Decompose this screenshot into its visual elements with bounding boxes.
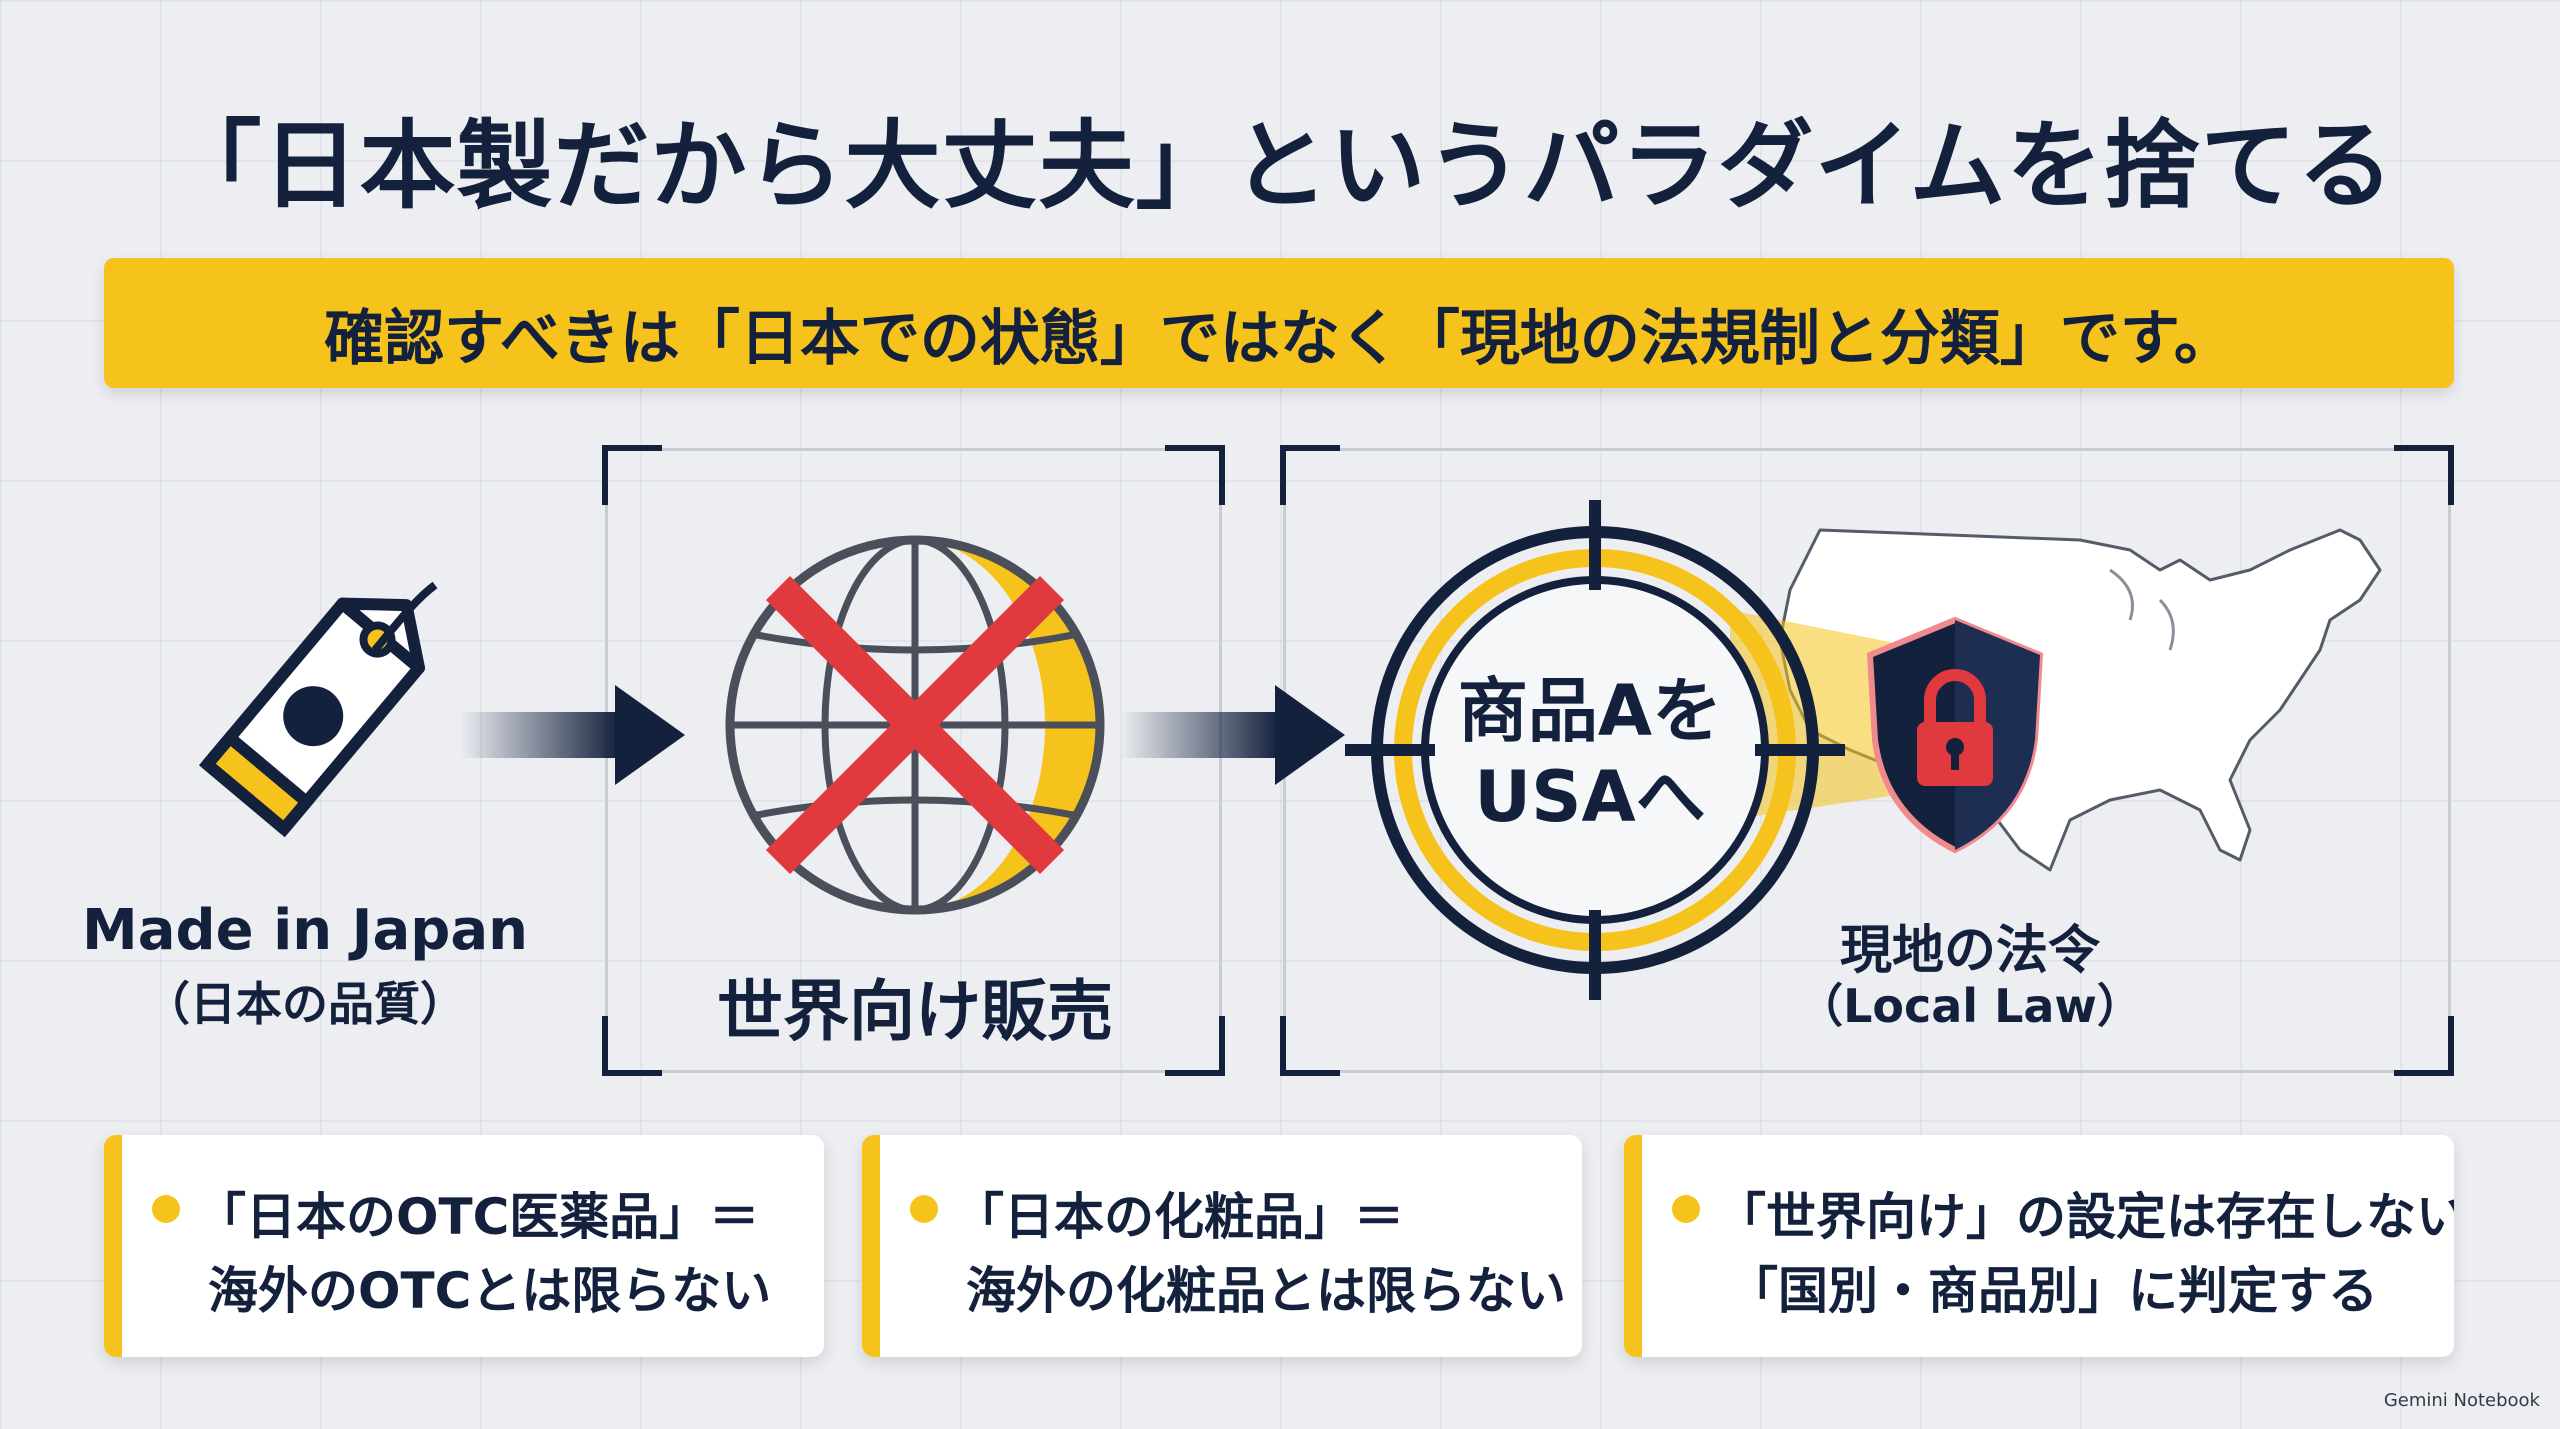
world-sales-label: 世界向け販売 xyxy=(717,973,1113,1050)
page-title: 「日本製だから大丈夫」というパラダイムを捨てる xyxy=(165,110,2395,222)
price-tag-icon xyxy=(198,581,438,838)
info-card-global: 「世界向け」の設定は存在しない。 「国別・商品別」に判定する xyxy=(1624,1135,2454,1357)
subtitle-banner: 確認すべきは「日本での状態」ではなく「現地の法規制と分類」です。 xyxy=(104,258,2454,388)
card-accent xyxy=(104,1135,122,1357)
card-line1: 「日本の化粧品」＝ xyxy=(954,1188,1404,1246)
card-accent xyxy=(1624,1135,1642,1357)
crosshair-target-icon xyxy=(1345,500,1845,1000)
shield-lock-icon xyxy=(1866,616,2044,854)
bullet-dot-icon xyxy=(152,1195,180,1223)
made-in-japan-label: Made in Japan xyxy=(81,898,528,963)
target-label: 商品Aを USAへ xyxy=(1400,668,1780,840)
world-frame xyxy=(602,445,1225,1076)
card-accent xyxy=(862,1135,880,1357)
arrow-right-icon xyxy=(1120,685,1345,785)
card-line1: 「世界向け」の設定は存在しない。 xyxy=(1716,1188,2454,1246)
card-line2: 海外の化粧品とは限らない xyxy=(966,1262,1566,1320)
local-law-en-label: （Local Law） xyxy=(1797,979,2143,1033)
info-card-cosmetics: 「日本の化粧品」＝ 海外の化粧品とは限らない xyxy=(862,1135,1582,1357)
card-line2: 海外のOTCとは限らない xyxy=(208,1262,772,1320)
japan-quality-label: （日本の品質） xyxy=(144,977,466,1031)
watermark: Gemini Notebook xyxy=(2383,1390,2540,1411)
card-line1: 「日本のOTC医薬品」＝ xyxy=(196,1188,760,1246)
local-law-label: 現地の法令 xyxy=(1839,921,2100,981)
globe-crossed-icon xyxy=(725,535,1105,915)
bullet-dot-icon xyxy=(1672,1195,1700,1223)
subtitle-text: 確認すべきは「日本での状態」ではなく「現地の法規制と分類」です。 xyxy=(324,304,2234,374)
arrow-right-icon xyxy=(460,685,685,785)
target-label-line2: USAへ xyxy=(1474,756,1706,838)
card-line2: 「国別・商品別」に判定する xyxy=(1728,1262,2378,1320)
bullet-dot-icon xyxy=(910,1195,938,1223)
target-label-line1: 商品Aを xyxy=(1457,670,1723,752)
info-card-otc: 「日本のOTC医薬品」＝ 海外のOTCとは限らない xyxy=(104,1135,824,1357)
